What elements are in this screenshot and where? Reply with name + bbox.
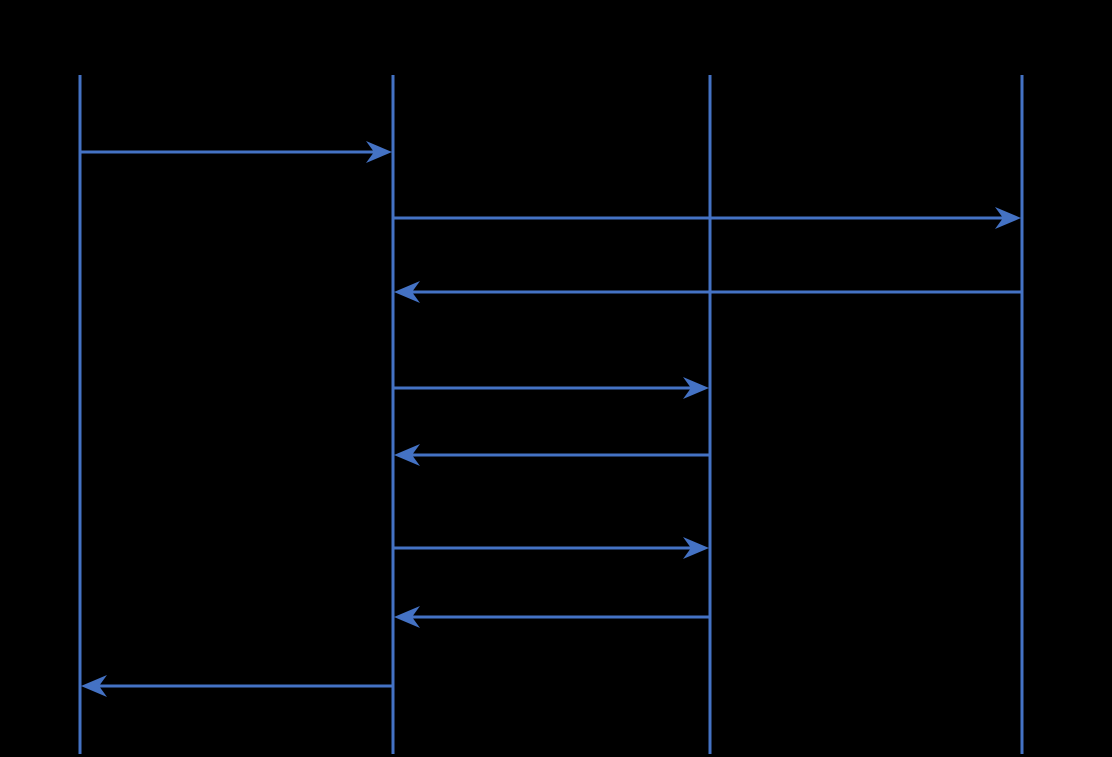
message-5 <box>394 444 710 466</box>
message-3-arrowhead-icon <box>394 281 420 303</box>
message-7-arrowhead-icon <box>394 606 420 628</box>
message-4-arrowhead-icon <box>683 377 709 399</box>
message-3 <box>394 281 1022 303</box>
message-5-arrowhead-icon <box>394 444 420 466</box>
message-1-arrowhead-icon <box>366 141 392 163</box>
message-8-arrowhead-icon <box>81 675 107 697</box>
message-2 <box>393 207 1021 229</box>
message-6-arrowhead-icon <box>683 537 709 559</box>
message-6 <box>393 537 709 559</box>
message-7 <box>394 606 710 628</box>
message-1 <box>80 141 392 163</box>
message-2-arrowhead-icon <box>995 207 1021 229</box>
message-4 <box>393 377 709 399</box>
message-8 <box>81 675 393 697</box>
